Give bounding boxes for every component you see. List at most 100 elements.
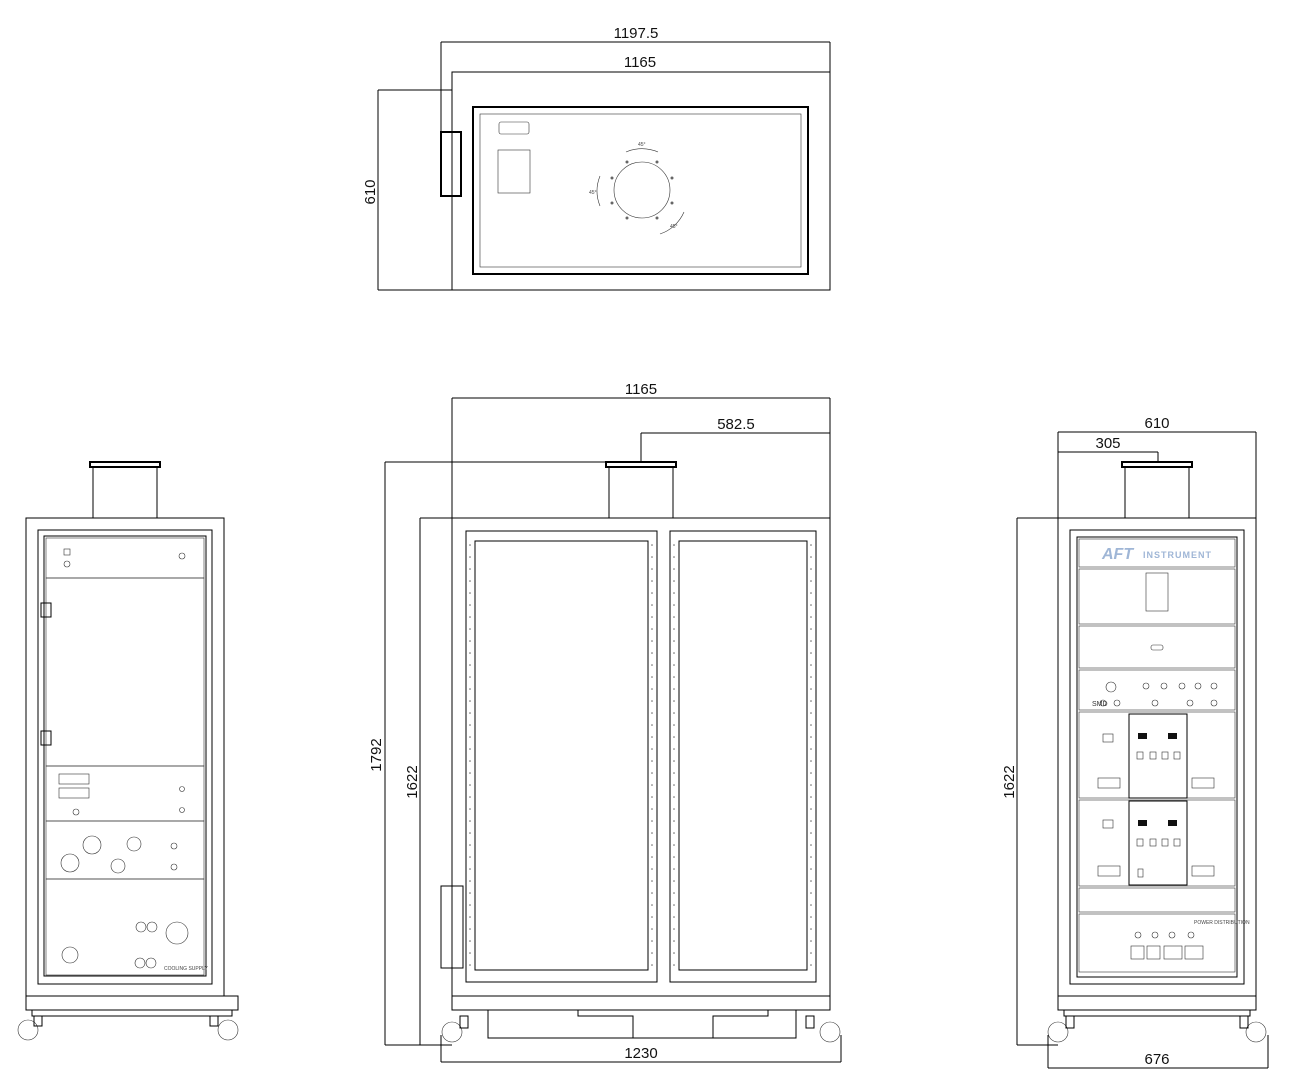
rivet-dot (469, 916, 471, 918)
rivet-dot (651, 844, 653, 846)
rivet-dot (651, 820, 653, 822)
rivet-dot (651, 760, 653, 762)
rivet-dot (469, 772, 471, 774)
rivet-dot (810, 868, 812, 870)
rivet-dot (673, 784, 675, 786)
front-view-left-door (465, 530, 658, 983)
dim-half-width-side: 305 (1095, 435, 1120, 452)
rivet-dot (469, 868, 471, 870)
rivet-dot (673, 688, 675, 690)
rivet-dot (810, 916, 812, 918)
rivet-dot (810, 628, 812, 630)
dim-base-depth-side: 676 (1144, 1051, 1169, 1068)
rivet-dot (673, 556, 675, 558)
rivet-dot (469, 748, 471, 750)
rivet-dot (673, 808, 675, 810)
rivet-dot (651, 964, 653, 966)
rivet-dot (469, 928, 471, 930)
rivet-dot (469, 664, 471, 666)
rivet-dot (651, 868, 653, 870)
rivet-dot (810, 880, 812, 882)
rivet-dot (469, 688, 471, 690)
rivet-dot (469, 844, 471, 846)
rear-view-cabinet (25, 517, 225, 997)
rivet-dot (651, 724, 653, 726)
rivet-dot (810, 892, 812, 894)
rivet-dot (673, 892, 675, 894)
rivet-dot (469, 892, 471, 894)
rivet-dot (810, 820, 812, 822)
rivet-dot (651, 940, 653, 942)
rivet-dot (651, 604, 653, 606)
rivet-dot (810, 832, 812, 834)
rivet-dot (469, 604, 471, 606)
rivet-dot (673, 628, 675, 630)
logo-main: AFT (1101, 546, 1134, 563)
rivet-dot (469, 796, 471, 798)
rivet-dot (469, 700, 471, 702)
dim-width-side: 610 (1144, 415, 1169, 432)
rivet-dot (810, 688, 812, 690)
rivet-dot (810, 664, 812, 666)
panel-label-power: POWER DISTRIBUTION (1194, 920, 1250, 926)
top-view-handle (440, 131, 462, 197)
rivet-dot (810, 616, 812, 618)
top-view-flange (613, 161, 671, 219)
rivet-dot (651, 556, 653, 558)
rivet-dot (673, 712, 675, 714)
top-view: 45° 45° 45° 1197.5 1165 610 (362, 25, 831, 291)
rear-view-door (45, 577, 205, 767)
rivet-dot (673, 748, 675, 750)
panel-label-smd: SMD (1092, 701, 1108, 708)
rivet-dot (469, 784, 471, 786)
rivet-dot (469, 712, 471, 714)
rivet-dot (673, 652, 675, 654)
rivet-dot (810, 724, 812, 726)
rivet-dot (651, 880, 653, 882)
rivet-dot (673, 928, 675, 930)
rivet-dot (651, 928, 653, 930)
rivet-dot (651, 580, 653, 582)
rivet-dot (810, 784, 812, 786)
side-view: AFT INSTRUMENT SMD (1001, 415, 1269, 1069)
rivet-dot (673, 580, 675, 582)
rivet-dot (469, 676, 471, 678)
rivet-dot (673, 760, 675, 762)
front-view: 1165 582.5 1792 1622 1230 (368, 381, 842, 1063)
rivet-dot (469, 964, 471, 966)
rivet-dot (810, 904, 812, 906)
rivet-dot (469, 652, 471, 654)
rivet-dot (651, 784, 653, 786)
rivet-dot (673, 832, 675, 834)
rivet-dot (673, 724, 675, 726)
rivet-dot (651, 748, 653, 750)
front-door-rivets (469, 544, 812, 966)
rivet-dot (673, 844, 675, 846)
top-view-boundary (451, 71, 831, 291)
rivet-dot (673, 772, 675, 774)
dim-width-top: 1165 (624, 54, 656, 71)
rivet-dot (651, 664, 653, 666)
dim-cabinet-height-front: 1622 (404, 765, 421, 798)
dim-height-side: 1622 (1001, 765, 1018, 798)
rivet-dot (810, 676, 812, 678)
rivet-dot (810, 736, 812, 738)
rivet-dot (651, 700, 653, 702)
rivet-dot (673, 856, 675, 858)
rivet-dot (673, 676, 675, 678)
rivet-dot (673, 964, 675, 966)
front-view-right-door (669, 530, 817, 983)
rivet-dot (469, 724, 471, 726)
dim-depth-top: 610 (362, 179, 379, 204)
rivet-dot (651, 832, 653, 834)
rivet-dot (469, 856, 471, 858)
rivet-dot (810, 964, 812, 966)
rivet-dot (810, 544, 812, 546)
rivet-dot (810, 568, 812, 570)
rivet-dot (469, 832, 471, 834)
rivet-dot (651, 736, 653, 738)
rivet-dot (810, 556, 812, 558)
rivet-dot (651, 592, 653, 594)
rivet-dot (651, 904, 653, 906)
